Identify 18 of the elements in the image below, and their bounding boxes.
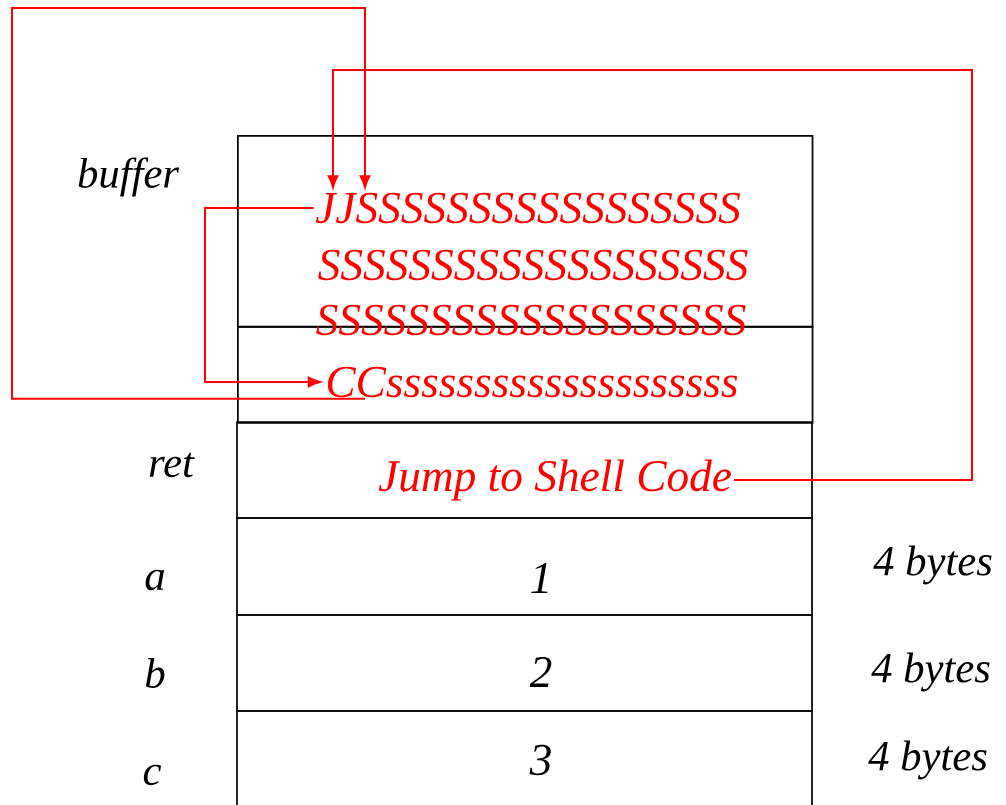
memory-cell: 3	[236, 710, 813, 805]
memory-cell: Jump to Shell Code	[236, 421, 813, 519]
payload-text: SSSSSSSSSSSSSSSSSSS	[318, 249, 748, 281]
memory-cell: 1	[236, 517, 813, 616]
row-label: b	[145, 658, 165, 688]
arrow	[11, 7, 371, 400]
size-label: 4 bytes	[871, 652, 990, 692]
payload-text: JJSSSSSSSSSSSSSSSSS	[315, 192, 741, 224]
size-label: 4 bytes	[873, 545, 992, 585]
row-label: a	[145, 569, 165, 591]
payload-text: CCssssssssssssssssssss	[327, 366, 738, 398]
row-label: c	[143, 764, 161, 786]
memory-cell: 2	[236, 614, 813, 712]
size-label: 4 bytes	[868, 740, 987, 780]
arrow	[327, 69, 973, 481]
arrow	[204, 207, 321, 388]
row-label: buffer	[78, 157, 180, 197]
row-label: ret	[149, 452, 195, 478]
